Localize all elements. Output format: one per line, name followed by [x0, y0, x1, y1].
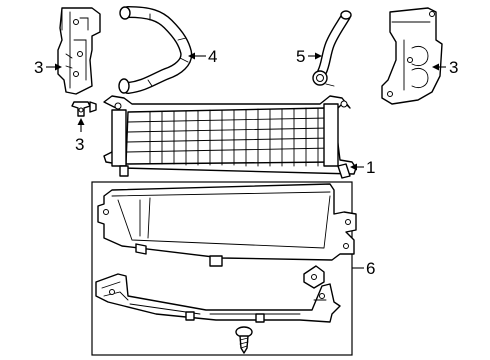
callout-2-label: 3: [75, 135, 84, 154]
callout-2: 3: [75, 118, 85, 154]
callout-1: 1: [350, 158, 375, 177]
callout-6-label: 6: [366, 259, 375, 278]
deflector-screw: [235, 326, 253, 354]
callout-4: 4: [188, 47, 217, 66]
callout-3-right: 3: [432, 58, 458, 77]
left-radiator-bracket: [57, 7, 101, 95]
push-pin-clip: [71, 101, 97, 117]
callout-1-label: 1: [366, 158, 375, 177]
upper-radiator-hose: [118, 6, 193, 94]
deflector-clip-bracket: [303, 265, 325, 289]
right-radiator-bracket: [381, 7, 443, 105]
callout-3-left: 3: [34, 58, 62, 77]
upper-air-deflector: [97, 183, 357, 267]
callout-6: 6: [352, 259, 375, 278]
lower-radiator-hose: [312, 10, 352, 87]
callout-5-label: 5: [296, 47, 305, 66]
radiator-assembly: [103, 95, 357, 179]
callout-5: 5: [296, 47, 322, 66]
callout-3-right-label: 3: [449, 58, 458, 77]
lower-air-deflector: [95, 273, 341, 323]
callout-4-label: 4: [208, 47, 217, 66]
callout-3-left-label: 3: [34, 58, 43, 77]
